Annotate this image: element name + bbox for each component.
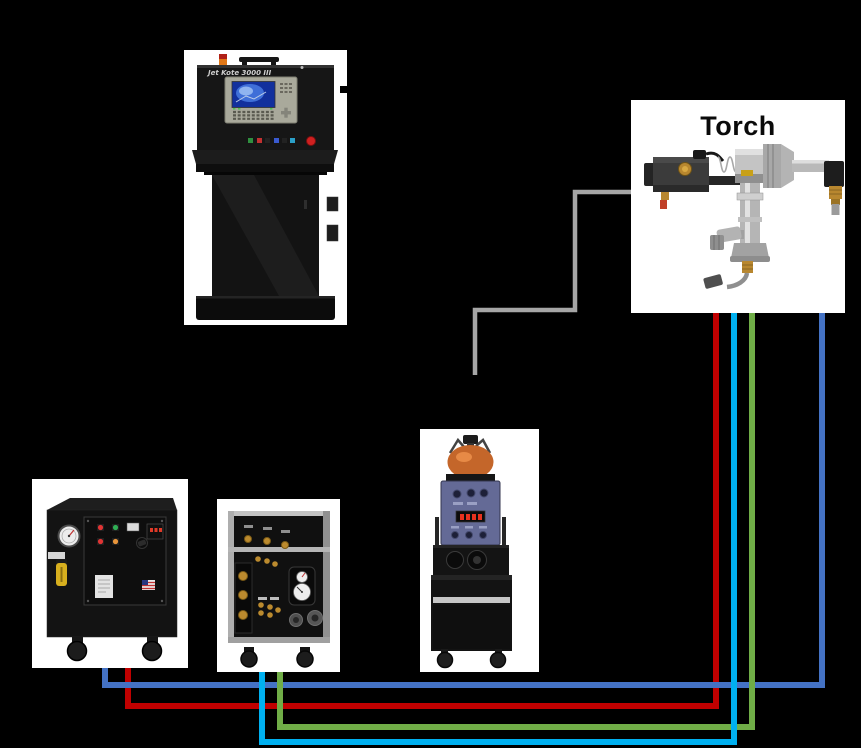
gauge-cluster [288,566,316,606]
brass-fitting [661,192,669,200]
cart-handle-stripe [433,597,510,603]
powder-feeder-illustration [431,435,512,669]
edge-mark [340,86,347,93]
console-base [196,296,335,320]
powder-inlet-tube [703,261,753,290]
red-fitting [660,200,667,209]
side-connector [326,224,339,242]
hose-line-red [125,259,719,709]
indicator-light [112,538,119,545]
casters [436,649,507,669]
gas-top-panel [234,516,323,549]
control-buttons [248,136,316,146]
hmi-side-keys [280,83,292,118]
signal-line-gray [472,189,633,375]
control-console-illustration: Jet Kote 3000 III [192,54,347,320]
chiller-top-face [47,498,177,510]
torch-card [631,100,845,313]
brass-fitting [238,571,248,581]
torch-illustration [644,144,844,290]
hmi-keypad [233,110,275,120]
brass-fitting [238,610,248,620]
yellow-lever [56,559,67,586]
chiller-card [32,479,188,668]
feeder-control-panel [440,480,501,546]
pressure-gauge [57,524,81,548]
casters [66,637,163,662]
coil-spring [717,156,737,173]
torch-label: Torch [700,111,776,141]
top-handle [239,57,279,67]
indicator-light [97,538,104,545]
torch-barrel [792,160,844,215]
gas-console-card [217,499,340,672]
control-console-card: Jet Kote 3000 III [184,50,347,325]
hose-line-green [277,303,755,730]
feeder-cart [431,575,512,651]
emergency-stop-button [306,136,316,146]
hopper-clamps [448,437,492,454]
chiller-panel [83,516,167,606]
hose-connector [446,551,464,569]
gas-console-illustration [228,511,330,668]
mount-bar [699,176,757,185]
chiller-illustration [46,498,178,662]
torch-column [730,183,770,262]
us-flag-sticker [142,580,155,590]
side-connector [326,196,339,212]
torch-motor [644,150,725,209]
keyboard-tray [192,150,338,175]
rotary-switch [136,537,148,549]
brass-fitting [238,590,248,600]
console-logo: Jet Kote 3000 III [206,69,272,77]
feeder-display [455,510,486,523]
brass-connector [829,186,842,199]
hose-line-cyan [259,293,737,745]
torch-body [735,144,794,188]
powder-feeder-card [420,429,539,672]
spec-sheet [95,575,113,598]
pedestal-cabinet [212,175,339,296]
casters [240,647,314,668]
gas-main-panel [234,552,323,637]
indicator-light [97,524,104,531]
label-sticker [741,170,753,176]
hmi-panel [224,76,298,124]
feeder-base-unit [433,517,509,577]
aluminum-frame [228,511,330,643]
left-elbow-fitting [710,226,744,250]
hopper-dome [446,445,495,482]
indicator-light [112,524,119,531]
